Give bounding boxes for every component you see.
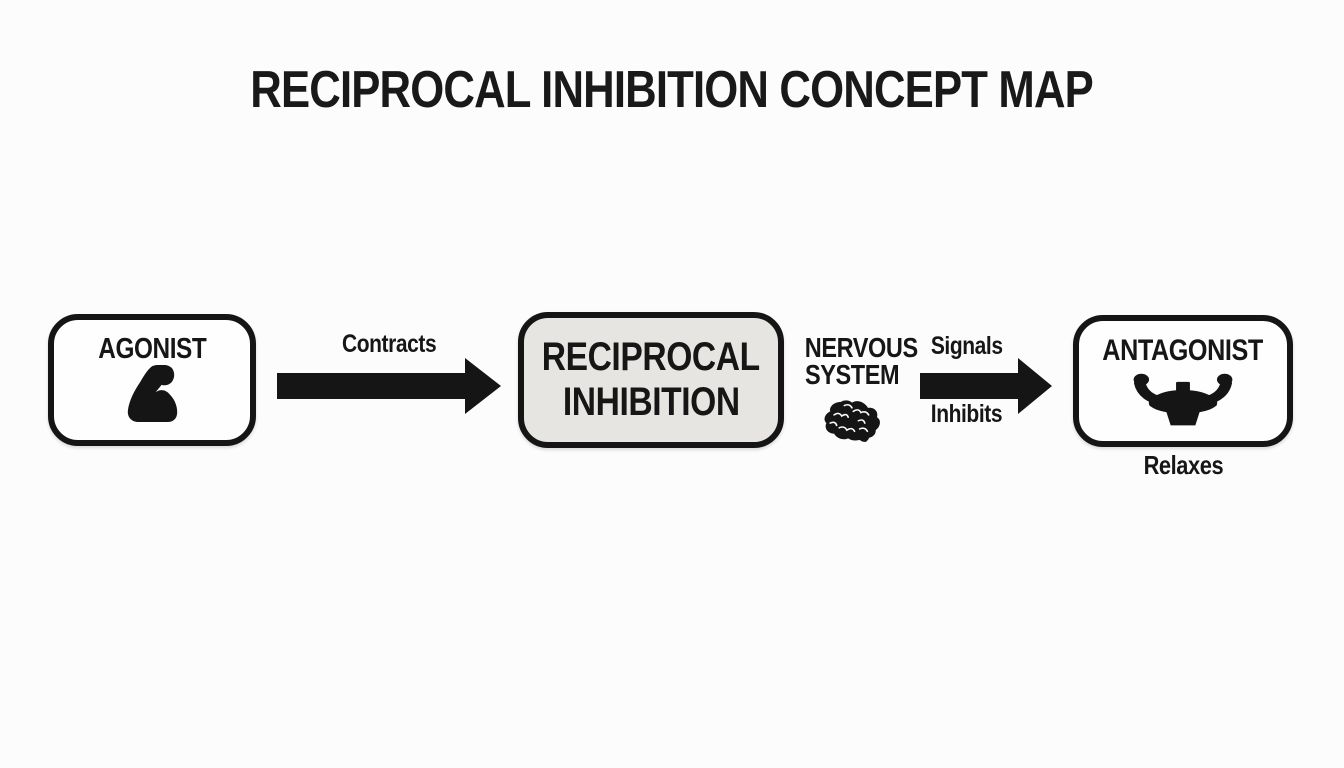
flexed-bicep-icon (122, 364, 182, 427)
arrow-head (465, 358, 501, 414)
arrow-shaft (277, 373, 467, 399)
arrow-head (1018, 358, 1052, 414)
contracts-label: Contracts (341, 330, 437, 358)
inhibits-label: Inhibits (930, 400, 1003, 428)
signals-arrow-icon (920, 358, 1052, 414)
double-bicep-icon (1129, 368, 1237, 426)
contracts-arrow-icon (277, 358, 501, 414)
node-nervous-system: NERVOUS SYSTEM (794, 332, 918, 443)
arrow-shaft (920, 373, 1020, 399)
page-title-text: RECIPROCAL INHIBITION CONCEPT MAP (250, 61, 1095, 119)
relaxes-label: Relaxes (1143, 450, 1223, 480)
system-label: SYSTEM (804, 359, 900, 390)
reciprocal-line: RECIPROCAL (542, 335, 760, 379)
page-title: RECIPROCAL INHIBITION CONCEPT MAP (0, 60, 1344, 120)
antagonist-label: ANTAGONIST (1102, 334, 1264, 367)
signals-label: Signals (930, 332, 1003, 360)
node-agonist: AGONIST (48, 314, 256, 446)
brain-icon (794, 395, 910, 443)
node-antagonist: ANTAGONIST (1073, 315, 1293, 447)
inhibition-line: INHIBITION (562, 380, 740, 424)
node-reciprocal-inhibition: RECIPROCAL INHIBITION (518, 312, 784, 448)
nervous-label: NERVOUS (804, 332, 918, 363)
agonist-label: AGONIST (97, 332, 207, 365)
